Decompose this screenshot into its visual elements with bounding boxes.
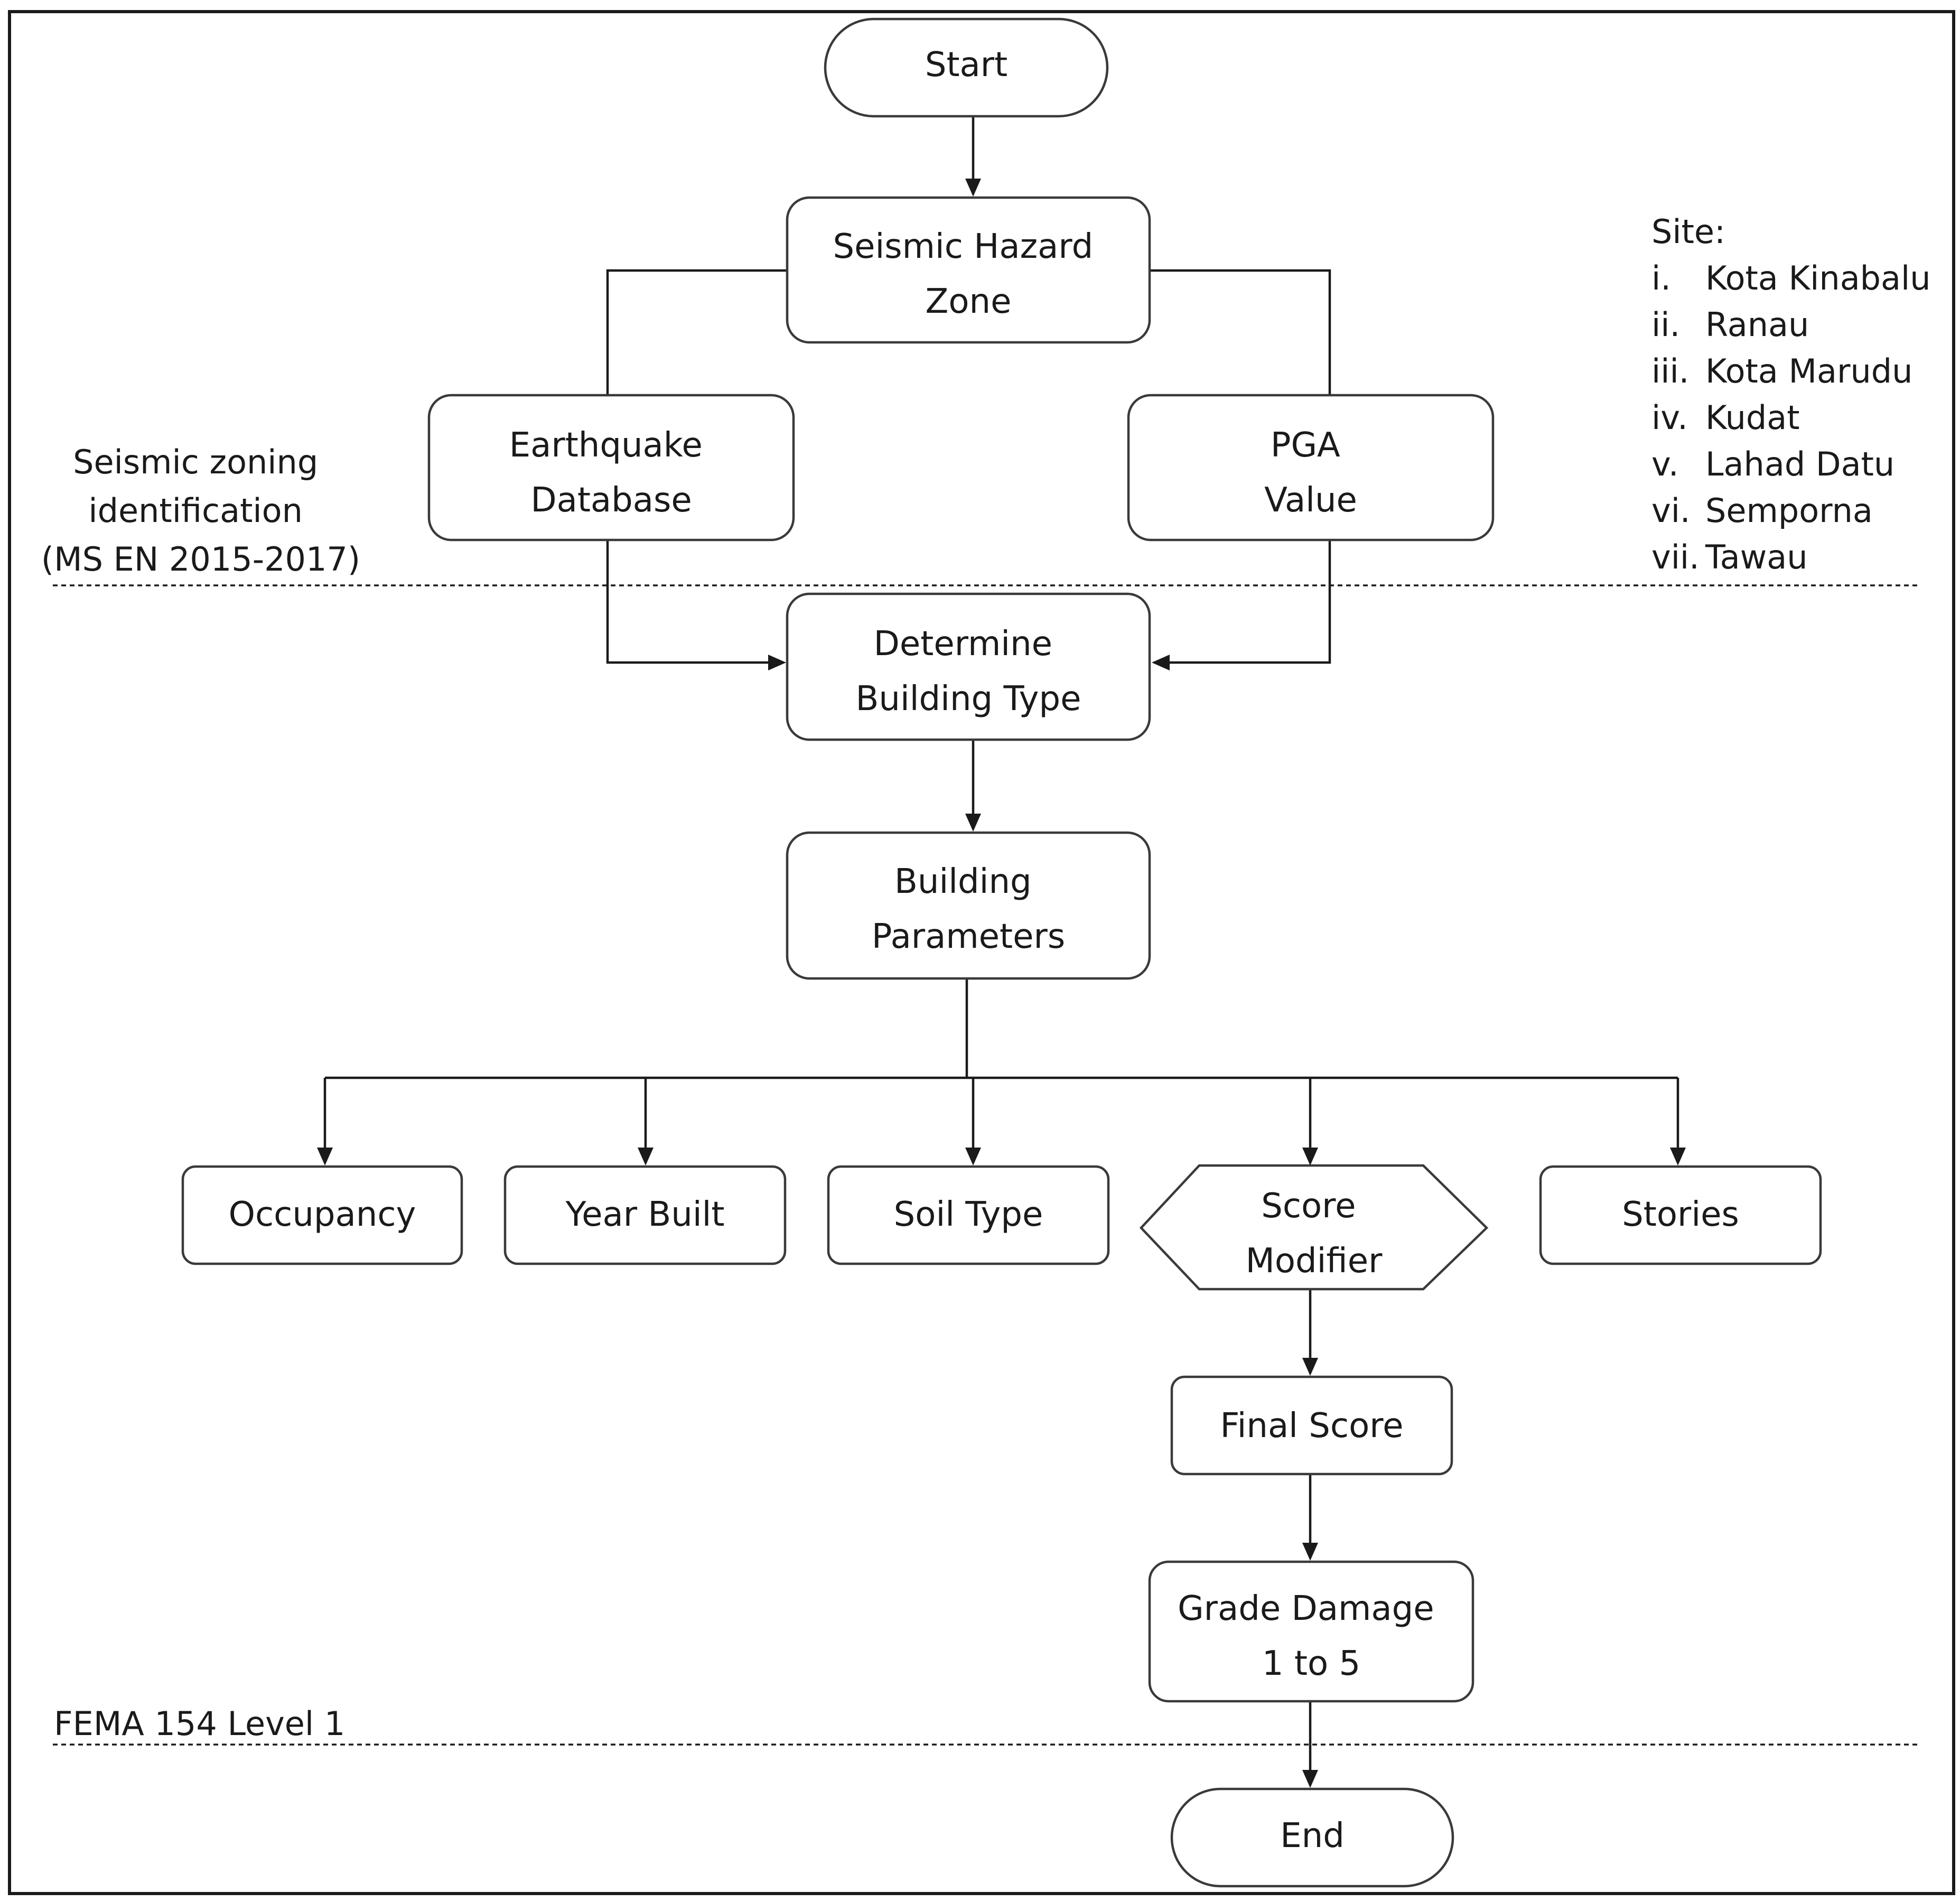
arrowhead (1302, 1148, 1318, 1166)
building-parameters-label: Building Parameters (872, 862, 1065, 956)
end-label: End (1280, 1816, 1345, 1856)
arrowhead (1152, 655, 1170, 670)
connectors (323, 117, 1679, 1780)
determine-building-type-label: Determine Building Type (856, 624, 1081, 719)
occupancy-node: Occupancy (181, 1165, 463, 1265)
site-item-number: vi. (1651, 491, 1691, 530)
site-item-number: ii. (1651, 305, 1680, 344)
fema-section-label: FEMA 154 Level 1 (54, 1704, 345, 1743)
pga-value-label: PGA Value (1264, 426, 1357, 520)
start-node: Start (824, 17, 1109, 118)
pga-to-building-type-arrow (1159, 540, 1331, 664)
site-item-name: Kota Kinabalu (1705, 259, 1931, 297)
site-item-number: v. (1651, 445, 1679, 483)
earthquake-database-label: Earthquake Database (509, 426, 714, 520)
earthquake-database-node: Earthquake Database (427, 394, 795, 542)
arrowhead (965, 1148, 981, 1166)
site-item-name: Semporna (1705, 491, 1873, 530)
stories-label: Stories (1622, 1195, 1739, 1234)
arrowhead (768, 655, 786, 670)
site-item-number: iii. (1651, 352, 1689, 390)
figure-frame (8, 10, 1955, 1895)
site-list-items: i. Kota Kinabalu ii. Ranau iii. Kota Marudu iv… (1651, 259, 1931, 576)
final-score-label: Final Score (1220, 1406, 1403, 1446)
occupancy-label: Occupancy (229, 1195, 416, 1234)
eq-database-to-building-type-arrow (606, 540, 779, 664)
site-item-name: Tawau (1705, 538, 1808, 576)
arrowhead (1302, 1358, 1318, 1376)
seismic-zoning-section-label: Seismic zoning identification (MS EN 201… (41, 443, 360, 579)
site-item-number: vii. (1651, 538, 1700, 576)
arrowhead (965, 179, 981, 197)
arrowhead (317, 1148, 333, 1166)
pga-value-node: PGA Value (1127, 394, 1495, 542)
hazard-to-pga-connector (1150, 269, 1331, 395)
stories-node: Stories (1539, 1165, 1822, 1265)
arrowheads (317, 179, 1686, 1788)
site-list-heading: Site: (1651, 212, 1725, 251)
determine-building-type-node: Determine Building Type (786, 592, 1151, 741)
site-item-name: Kudat (1705, 398, 1800, 437)
hazard-to-eq-database-connector (606, 269, 787, 395)
arrowhead (1670, 1148, 1686, 1166)
site-item-number: iv. (1651, 398, 1688, 437)
final-score-node: Final Score (1170, 1375, 1453, 1476)
arrowhead (638, 1148, 654, 1166)
seismic-hazard-zone-label: Seismic Hazard Zone (833, 227, 1104, 321)
site-item-name: Ranau (1705, 305, 1809, 344)
seismic-hazard-zone-node: Seismic Hazard Zone (786, 196, 1151, 344)
site-item-name: Kota Marudu (1705, 352, 1912, 390)
score-modifier-label: Score Modifier (1246, 1187, 1383, 1281)
end-node: End (1170, 1787, 1454, 1888)
grade-damage-label: Grade Damage 1 to 5 (1178, 1589, 1445, 1683)
year-built-label: Year Built (565, 1195, 725, 1234)
site-item-number: i. (1651, 259, 1671, 297)
grade-damage-node: Grade Damage 1 to 5 (1148, 1560, 1474, 1703)
soil-type-node: Soil Type (827, 1165, 1110, 1265)
start-label: Start (925, 45, 1007, 85)
site-item-name: Lahad Datu (1705, 445, 1894, 483)
score-modifier-node: Score Modifier (1139, 1164, 1489, 1291)
soil-type-label: Soil Type (894, 1195, 1043, 1234)
arrowhead (1302, 1543, 1318, 1561)
site-list: Site: i. Kota Kinabalu ii. Ranau iii. Kota Ma… (1651, 212, 1931, 576)
arrowhead (965, 814, 981, 832)
arrowhead (1302, 1770, 1318, 1788)
year-built-node: Year Built (503, 1165, 787, 1265)
building-parameters-node: Building Parameters (786, 831, 1151, 980)
